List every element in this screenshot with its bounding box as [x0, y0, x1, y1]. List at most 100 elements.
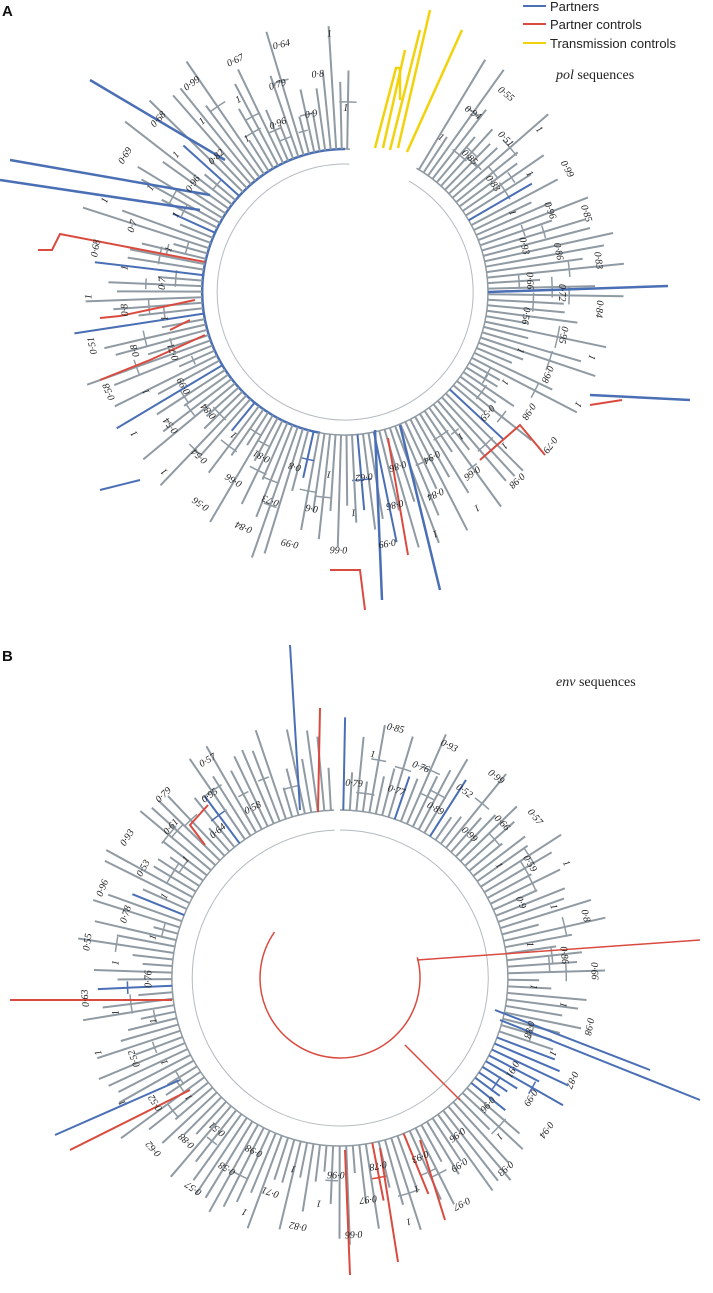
tree-clade-bar	[502, 139, 518, 157]
tree-branch	[230, 770, 263, 830]
tree-clade-bar	[520, 224, 526, 237]
support-value: 0·78	[368, 1158, 387, 1172]
support-value: 1	[240, 1206, 249, 1218]
support-value: 0·66	[345, 1228, 363, 1240]
tree-branch	[436, 136, 476, 184]
tree-branch	[418, 59, 487, 171]
tree-branch	[135, 1035, 184, 1056]
tree-branch	[255, 424, 294, 518]
tree-branch	[139, 810, 212, 872]
tree-branch	[179, 87, 256, 182]
tree-branch	[321, 71, 332, 150]
tree-clade-bar	[530, 382, 540, 399]
support-value: 0·63	[79, 989, 91, 1007]
support-value: 0·66	[330, 544, 348, 555]
tree-branch	[327, 26, 338, 150]
tree-branch	[179, 223, 214, 239]
tree-branch	[459, 162, 518, 208]
tree-clade-bar	[166, 1103, 179, 1118]
tree-branch-transmission-controls	[381, 49, 407, 149]
tree-clade-bar	[474, 797, 490, 810]
support-value: 0·56	[191, 494, 212, 513]
tree-branch	[507, 985, 552, 990]
tree-branch	[504, 1011, 582, 1030]
tree-branch	[471, 357, 578, 414]
tree-clade-bar	[567, 261, 571, 278]
tree-branch	[468, 842, 503, 872]
tree-branch	[368, 724, 386, 813]
tree-branch	[173, 243, 208, 255]
tree-branch	[457, 1096, 491, 1131]
tree-branch	[250, 426, 299, 558]
tree-branch	[507, 969, 606, 975]
tree-branch	[263, 428, 304, 554]
tree-branch	[162, 378, 233, 433]
tree-branch	[281, 1139, 296, 1183]
tree-branch	[92, 899, 181, 929]
support-value: 0·57	[525, 807, 545, 828]
tree-branch	[434, 816, 453, 841]
tree-branch	[459, 375, 497, 404]
support-value: 0·99	[486, 767, 507, 786]
tree-clade-bar	[554, 325, 561, 349]
tree-branch	[441, 396, 516, 477]
tree-branch	[442, 1109, 499, 1182]
tree-branch	[251, 750, 281, 822]
tree-branch	[487, 278, 541, 285]
support-value: 1	[436, 132, 446, 144]
support-value: 0·68	[148, 109, 168, 129]
tree-clade-bar	[477, 436, 494, 452]
tree-branch	[113, 344, 213, 387]
tree-branch	[174, 1086, 214, 1121]
tree-branch-partner-controls	[69, 1089, 191, 1151]
tree-branch	[485, 244, 605, 268]
support-value: 0·7	[126, 218, 140, 234]
tree-branch	[285, 729, 306, 814]
tree-clade-bar	[450, 428, 460, 436]
tree-branch	[306, 730, 319, 812]
tree-branch	[132, 893, 185, 917]
support-value: 0·51	[86, 336, 100, 355]
tree-branch	[339, 81, 343, 150]
tree-branch	[450, 817, 482, 853]
tree-branch	[462, 371, 515, 408]
tree-branch	[479, 219, 553, 247]
tree-branch	[355, 736, 365, 811]
tree-branch	[393, 776, 411, 820]
tree-branch	[364, 1143, 380, 1229]
tree-branch	[476, 844, 529, 883]
tree-branch	[298, 116, 310, 154]
tree-branch	[104, 323, 206, 350]
support-value: 0·8	[128, 343, 142, 358]
tree-branch-partner-controls	[330, 569, 366, 611]
tree-branch	[483, 325, 529, 340]
support-value: 0·66	[462, 463, 483, 482]
tree-branch	[372, 431, 398, 543]
tree-branch-partner-controls	[404, 1044, 461, 1101]
support-value: 1	[197, 116, 208, 128]
tree-branch	[388, 427, 416, 503]
tree-branch	[85, 296, 203, 303]
tree-clade-bar	[190, 355, 196, 365]
tree-branch	[428, 407, 502, 508]
tree-clade-bar	[244, 127, 262, 139]
support-value: 1	[506, 208, 518, 217]
tree-branch	[473, 351, 553, 391]
support-value: 1	[289, 1163, 297, 1175]
tree-branch	[127, 256, 204, 271]
tree-clade-bar	[174, 1069, 185, 1085]
tree-branch	[456, 380, 533, 442]
tree-branch	[94, 920, 177, 942]
tree-branch	[120, 1023, 179, 1042]
tree-branch	[250, 1132, 277, 1194]
support-value: 0·57	[183, 1178, 204, 1198]
tree-branch	[230, 408, 265, 456]
tree-branch	[342, 717, 347, 811]
support-value: 0·6	[305, 502, 319, 515]
support-value: 0·79	[154, 785, 174, 805]
support-value: 1	[171, 150, 183, 161]
support-value: 0·83	[591, 251, 604, 270]
support-value: 0·53	[135, 858, 153, 879]
tree-branch	[142, 888, 188, 910]
